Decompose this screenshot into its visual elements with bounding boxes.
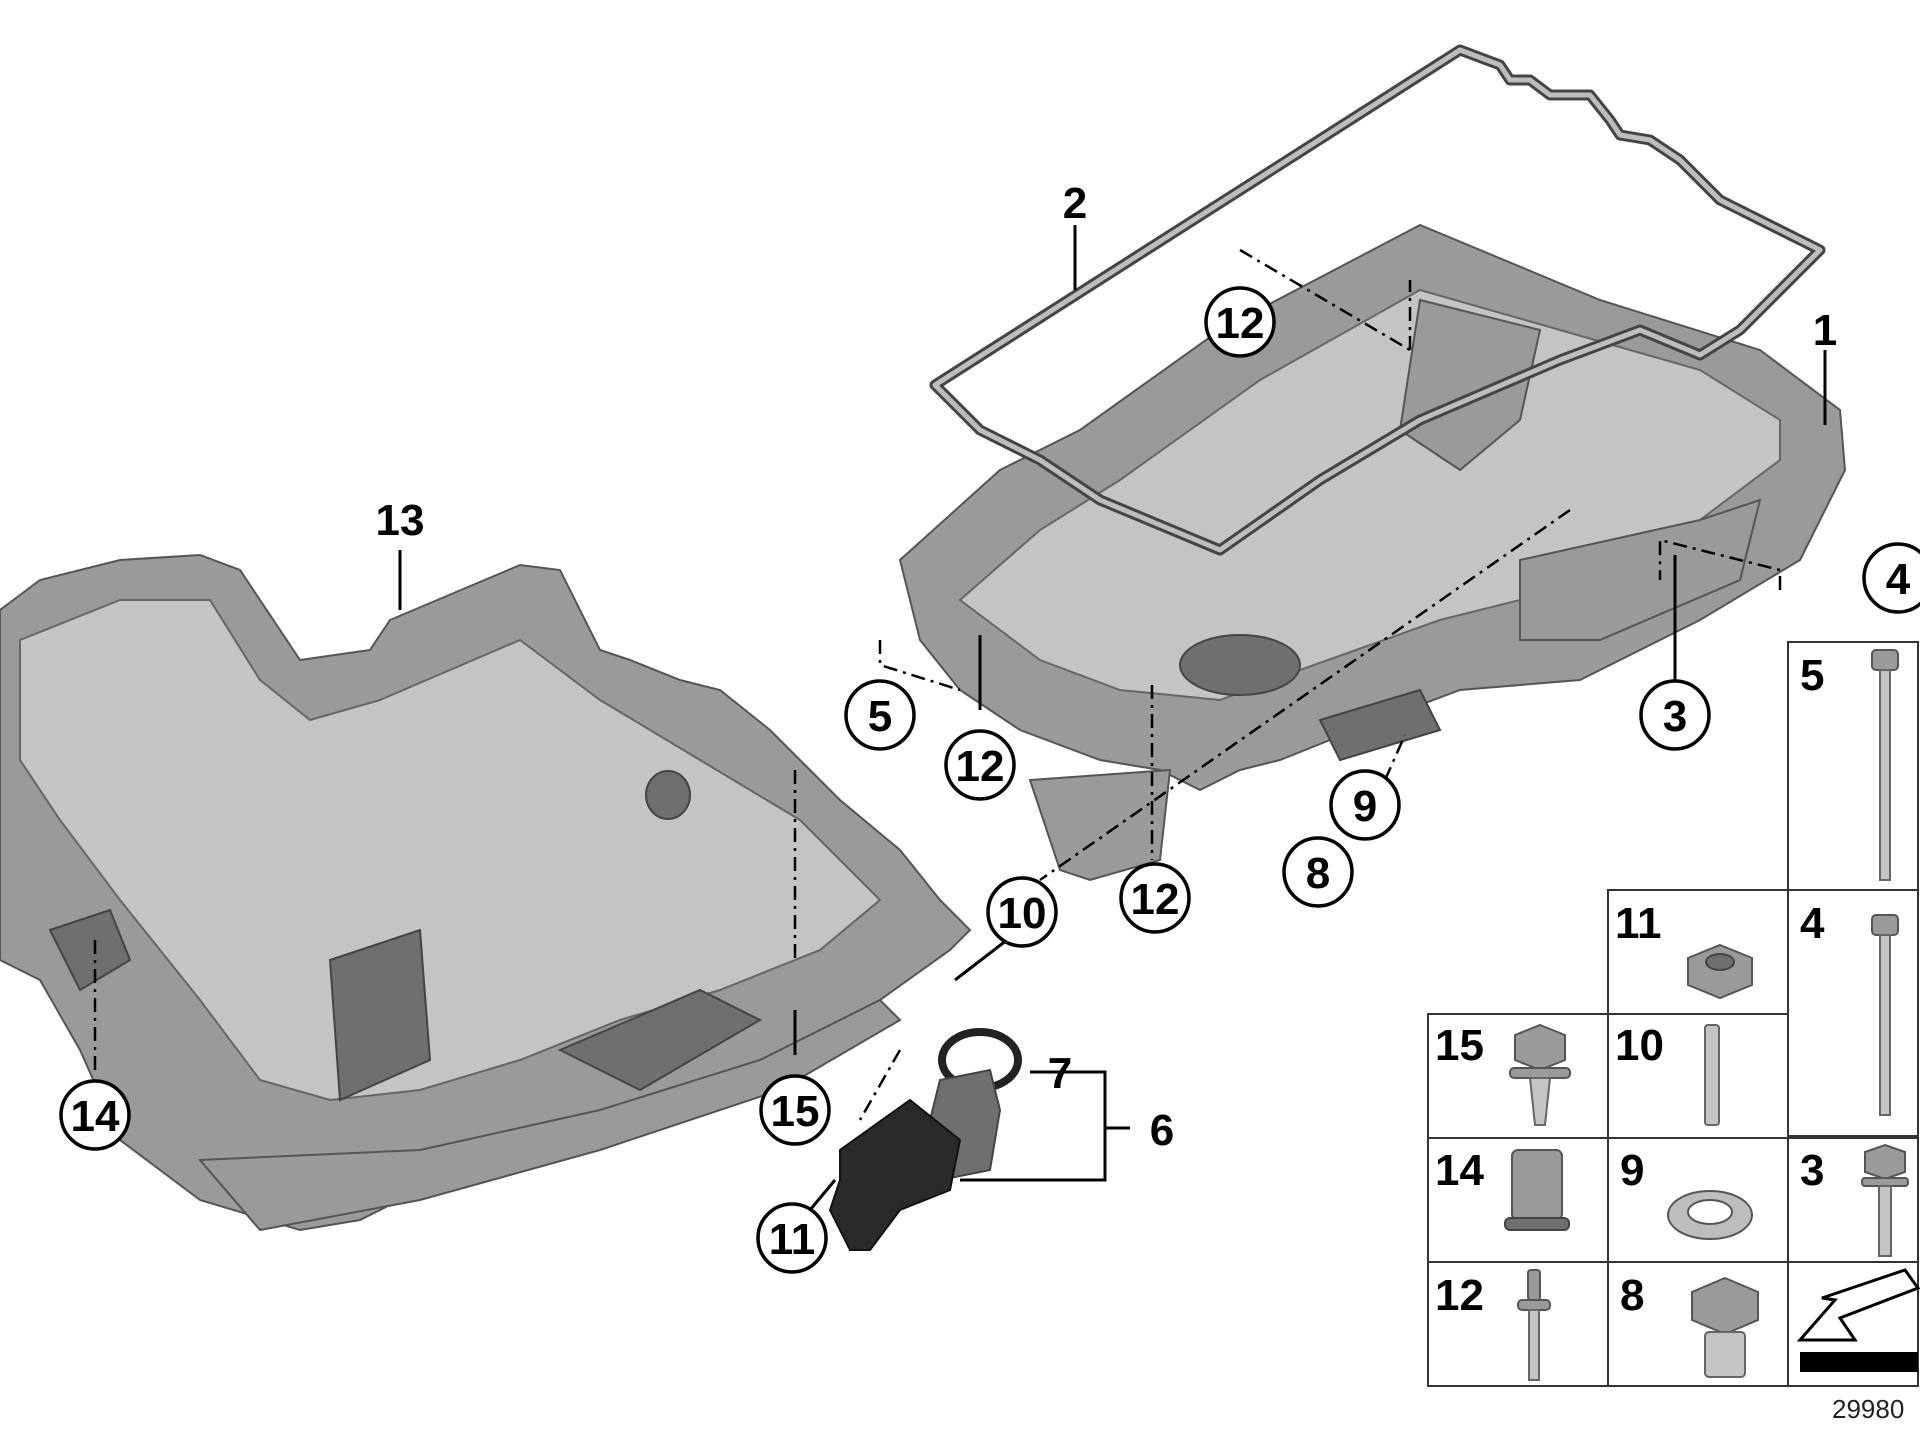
grid-label-11: 11	[1615, 899, 1662, 948]
callout-8: 8	[1306, 849, 1330, 898]
callout-6: 6	[1150, 1106, 1174, 1155]
grid-label-10: 10	[1615, 1021, 1664, 1070]
callout-5: 5	[868, 692, 892, 741]
grid-label-12: 12	[1435, 1271, 1484, 1320]
direction-arrow-icon	[1796, 1268, 1920, 1372]
callout-11: 11	[769, 1215, 816, 1264]
diagram-code: 29980	[1832, 1394, 1904, 1424]
long-bolt-5-icon	[1871, 649, 1899, 881]
sealing-washer-icon	[1667, 1190, 1753, 1240]
callout-12-top: 12	[1216, 299, 1265, 348]
stud-icon	[1704, 1024, 1720, 1126]
oil-level-sensor	[828, 1028, 1022, 1251]
callout-14: 14	[71, 1092, 120, 1141]
grid-label-8: 8	[1620, 1271, 1644, 1320]
callout-1: 1	[1813, 306, 1837, 355]
callout-15: 15	[771, 1087, 820, 1136]
tapping-screw-icon	[1509, 1023, 1571, 1126]
expanding-rivet-icon	[1504, 1149, 1570, 1231]
callout-10: 10	[998, 889, 1047, 938]
grid-label-5: 5	[1800, 651, 1824, 700]
callout-12-bottom: 12	[1131, 875, 1180, 924]
callout-7: 7	[1048, 1049, 1072, 1098]
engine-underbody-shield	[0, 553, 972, 1232]
fastener-grid: 5 11 4 15 10 14 9	[1427, 641, 1920, 1387]
callout-12-left: 12	[956, 742, 1005, 791]
callout-4: 4	[1886, 555, 1911, 604]
oil-pan	[898, 223, 1847, 882]
drain-plug-icon	[1691, 1276, 1759, 1378]
grid-label-14: 14	[1435, 1146, 1484, 1195]
oil-pan-gasket	[929, 44, 1826, 556]
callouts: 2 1 13 6 7 12 4 3 5 12 9 8 10 12 14 15 1…	[59, 179, 1920, 1274]
bolt-3-icon	[1861, 1143, 1909, 1257]
grid-label-3: 3	[1800, 1146, 1824, 1195]
callout-13: 13	[376, 496, 425, 545]
grid-label-9: 9	[1620, 1146, 1644, 1195]
hex-nut-icon	[1687, 943, 1753, 1000]
callout-2: 2	[1063, 179, 1087, 228]
clip-rivet-icon	[1517, 1269, 1551, 1381]
grid-label-4: 4	[1800, 899, 1825, 948]
leader-lines	[93, 225, 1827, 1211]
callout-9: 9	[1353, 782, 1377, 831]
grid-label-15: 15	[1435, 1021, 1484, 1070]
long-bolt-4-icon	[1871, 914, 1899, 1116]
callout-3: 3	[1663, 692, 1687, 741]
